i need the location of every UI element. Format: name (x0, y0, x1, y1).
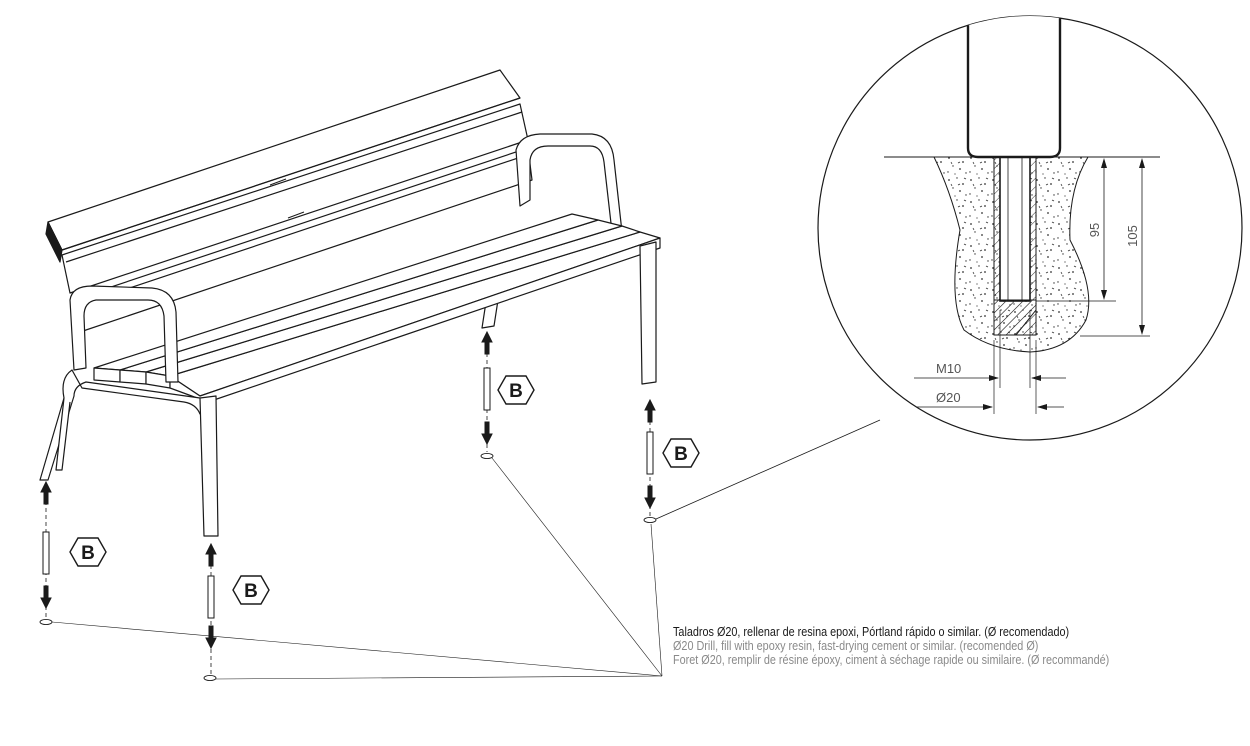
bolt-label-text: B (674, 444, 688, 465)
note-english: Ø20 Drill, fill with epoxy resin, fast-d… (673, 639, 1039, 653)
left-front-leg (39, 369, 211, 481)
threaded-rod (999, 156, 1031, 302)
bolt-label-text: B (509, 381, 523, 402)
dimension-95: 95 (1087, 223, 1102, 237)
bolt-label-text: B (81, 543, 95, 564)
bolt-label-4: B (662, 438, 700, 468)
installation-note: Taladros Ø20, rellenar de resina epoxi, … (673, 625, 1155, 667)
detail-leader (655, 419, 881, 520)
anchor-left-rear (39, 480, 53, 626)
detail-view: 95 105 M10 Ø20 (817, 15, 1243, 441)
note-spanish: Taladros Ø20, rellenar de resina epoxi, … (673, 625, 1070, 639)
note-leader-lines (51, 457, 663, 680)
leg-tube (966, 16, 1062, 159)
bolt-label-text: B (244, 581, 258, 602)
dimension-drill-diameter: Ø20 (936, 390, 961, 405)
anchor-right-rear (480, 330, 494, 460)
bolt-label-3: B (497, 375, 535, 405)
bolt-label-2: B (232, 575, 270, 605)
front-right-leg (639, 241, 657, 385)
anchor-right-front (643, 398, 657, 524)
front-left-leg (199, 395, 219, 537)
dimension-105: 105 (1125, 225, 1140, 247)
right-armrest (515, 133, 623, 233)
left-armrest (69, 285, 179, 383)
bolt-label-1: B (69, 537, 107, 567)
seat-plank-3 (145, 225, 641, 377)
dimension-m10: M10 (936, 361, 961, 376)
anchor-left-front (203, 542, 217, 682)
note-french: Foret Ø20, remplir de résine époxy, cime… (673, 653, 1110, 667)
bench (39, 69, 661, 537)
